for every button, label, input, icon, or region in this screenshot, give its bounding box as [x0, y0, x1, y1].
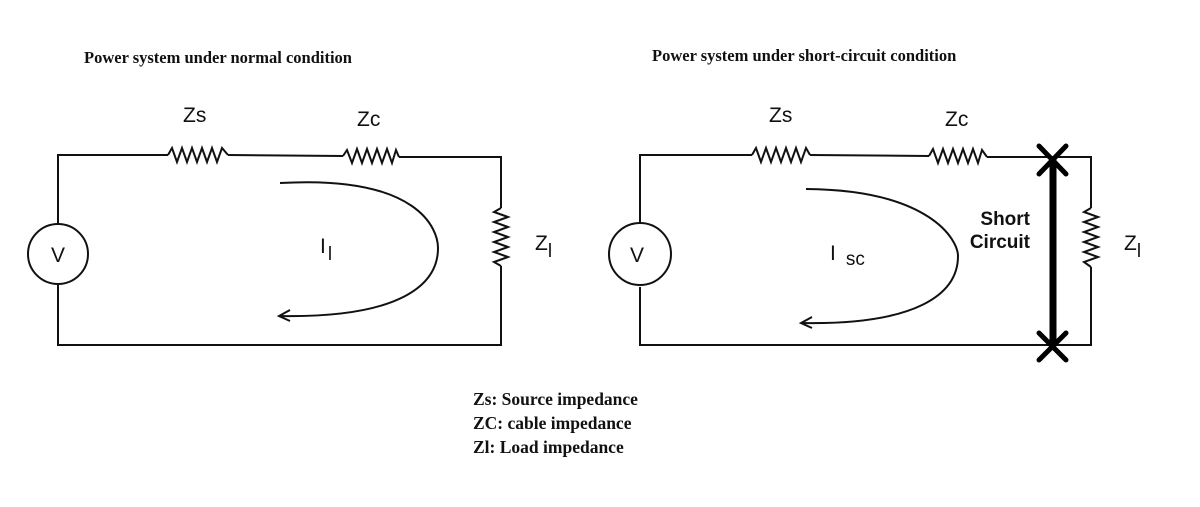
voltage-source-icon: V	[27, 223, 89, 285]
resistor-zs-icon	[167, 145, 229, 165]
wire-top-left	[639, 154, 752, 223]
legend-item-zc: ZC: cable impedance	[473, 413, 632, 433]
zs-label: Zs	[769, 104, 792, 127]
wire-top-left	[57, 154, 168, 223]
short-circuit-label-line2: Circuit	[970, 232, 1031, 253]
legend: Zs: Source impedance ZC: cable impedance…	[473, 389, 638, 457]
normal-diagram-title: Power system under normal condition	[84, 48, 352, 67]
resistor-zs-icon	[751, 145, 811, 165]
short-circuit-top-x-icon	[1036, 143, 1069, 177]
resistor-zc-icon	[342, 146, 400, 167]
source-label: V	[630, 244, 644, 267]
resistor-zl-icon	[1081, 207, 1101, 268]
legend-item-zs: Zs: Source impedance	[473, 389, 638, 409]
resistor-zc-icon	[928, 146, 988, 167]
zs-label: Zs	[183, 104, 206, 127]
short-circuit-bottom-x-icon	[1036, 330, 1069, 363]
current-loop-arrow-icon	[798, 188, 960, 329]
zl-label: Zl	[1124, 232, 1141, 262]
source-label: V	[51, 244, 65, 267]
wire-right-bottom	[57, 266, 502, 346]
voltage-source-icon: V	[608, 222, 672, 286]
resistor-zl-icon	[491, 207, 511, 267]
wire-top-right	[987, 156, 1092, 208]
zc-label: Zc	[357, 108, 380, 131]
current-loop-arrow-icon	[276, 181, 440, 322]
wire-middle	[227, 154, 344, 157]
short-circuit-diagram-title: Power system under short-circuit conditi…	[652, 46, 956, 65]
normal-condition-diagram: Power system under normal condition V Zs…	[27, 48, 552, 346]
short-circuit-condition-diagram: Power system under short-circuit conditi…	[608, 46, 1141, 363]
short-circuit-label-line1: Short	[980, 209, 1030, 230]
zl-label: Zl	[535, 232, 552, 262]
wire-top-right	[399, 156, 502, 208]
wire-middle	[809, 154, 930, 157]
wire-right-bottom	[639, 267, 1092, 346]
zc-label: Zc	[945, 108, 968, 131]
legend-item-zl: Zl: Load impedance	[473, 437, 624, 457]
